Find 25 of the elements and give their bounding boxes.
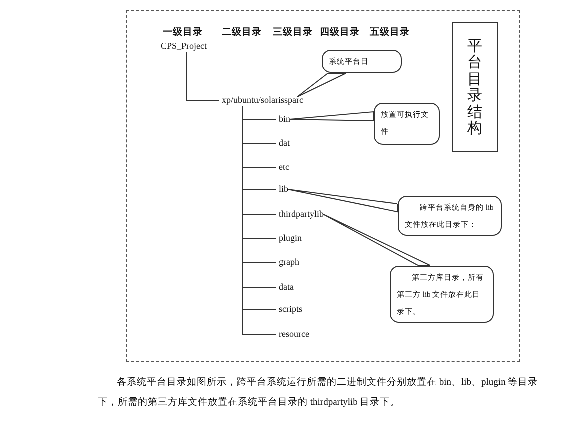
title-box <box>452 22 498 152</box>
title-text: 平台目录结构 <box>468 38 482 136</box>
folder-label: CPS_Project <box>161 41 208 52</box>
column-heading: 二级目录 <box>222 26 262 39</box>
folder-label: graph <box>279 257 300 268</box>
callout-tail <box>297 73 346 98</box>
folder-label: etc <box>279 162 290 173</box>
folder-label: plugin <box>279 233 302 244</box>
column-heading: 一级目录 <box>163 26 203 39</box>
folder-label: xp/ubuntu/solarissparc <box>222 95 304 106</box>
folder-label: scripts <box>279 304 302 315</box>
folder-label: lib <box>279 184 289 195</box>
tree-connector <box>186 52 220 101</box>
callout-tail <box>323 214 430 266</box>
folder-label: bin <box>279 114 291 125</box>
callout-tail <box>288 189 398 213</box>
callout-tail <box>290 111 374 122</box>
folder-label: dat <box>279 138 290 149</box>
column-heading: 四级目录 <box>320 26 360 39</box>
folder-label: data <box>279 282 294 293</box>
column-heading: 五级目录 <box>370 26 410 39</box>
column-heading: 三级目录 <box>273 26 313 39</box>
caption-text: 各系统平台目录如图所示，跨平台系统运行所需的二进制文件分别放置在 bin、lib、plugin 等目录下，所需的第三方库文件放置在系统平台目录的 thirdpartylib 目录下。 <box>98 376 540 410</box>
folder-label: resource <box>279 329 310 340</box>
folder-label: thirdpartylib <box>279 209 324 220</box>
